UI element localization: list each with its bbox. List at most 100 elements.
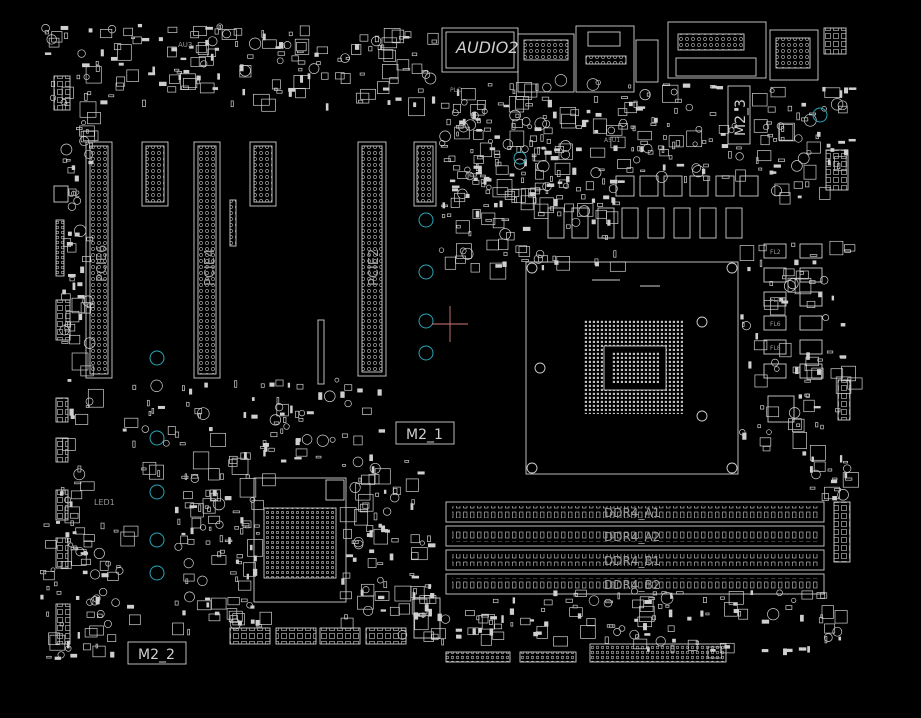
smd-component <box>787 105 793 112</box>
smd-component <box>174 431 180 438</box>
smd-component <box>502 139 514 150</box>
smd-component <box>480 634 492 646</box>
smd-component <box>259 611 272 625</box>
smd-component <box>684 175 687 184</box>
smd-component <box>803 399 815 413</box>
smd-component <box>824 486 840 500</box>
smd-component <box>533 254 544 264</box>
smd-component <box>167 26 178 33</box>
smd-component <box>838 140 846 144</box>
mount-hole <box>418 264 434 280</box>
smd-component <box>72 282 76 291</box>
smd-component <box>540 134 544 142</box>
smd-component <box>493 150 501 155</box>
smd-component <box>208 515 221 524</box>
smd-component <box>554 148 561 152</box>
smd-component <box>606 624 614 628</box>
smd-component <box>249 37 262 50</box>
smd-component <box>514 196 517 203</box>
smd-component <box>132 440 136 448</box>
smd-component <box>97 613 103 618</box>
smd-component <box>68 542 74 548</box>
smd-component <box>250 619 255 624</box>
smd-component <box>486 184 492 190</box>
smd-component <box>273 421 280 425</box>
smd-component <box>763 124 770 131</box>
smd-component <box>95 65 100 72</box>
smd-component <box>602 178 606 185</box>
smd-component <box>566 176 570 183</box>
smd-component <box>640 146 644 153</box>
smd-component <box>676 163 685 167</box>
smd-component <box>811 456 814 462</box>
smd-component <box>521 188 536 205</box>
smd-component <box>843 460 848 464</box>
smd-component <box>834 610 848 624</box>
smd-component <box>481 212 496 226</box>
smd-component <box>755 157 759 164</box>
smd-component <box>792 432 807 449</box>
smd-component <box>86 611 95 618</box>
smd-component <box>358 493 374 512</box>
smd-component <box>544 150 552 155</box>
smd-component <box>276 90 283 94</box>
smd-component <box>357 388 363 393</box>
smd-component <box>55 521 61 524</box>
smd-component <box>473 130 484 140</box>
smd-component <box>353 435 363 446</box>
smd-component <box>484 127 492 132</box>
smd-component <box>54 581 58 587</box>
smd-component <box>809 466 813 473</box>
smd-component <box>268 447 275 452</box>
smd-component <box>576 125 582 129</box>
smd-component <box>611 197 615 203</box>
smd-component <box>66 159 71 162</box>
smd-component <box>465 193 470 198</box>
smd-component <box>534 127 542 132</box>
smd-component <box>762 446 771 452</box>
smd-component <box>190 474 199 483</box>
smd-component <box>815 422 819 428</box>
smd-component <box>613 145 618 152</box>
smd-component <box>448 155 456 162</box>
smd-component <box>394 585 412 602</box>
smd-component <box>766 406 780 418</box>
smd-component <box>832 477 838 481</box>
smd-component <box>586 109 591 114</box>
smd-component <box>75 547 85 557</box>
smd-component <box>454 126 470 140</box>
smd-component <box>478 615 489 624</box>
smd-component <box>821 605 834 619</box>
smd-component <box>243 412 247 418</box>
smd-component <box>597 202 604 207</box>
smd-component <box>219 549 225 554</box>
smd-component <box>209 489 221 502</box>
smd-component <box>819 186 831 200</box>
smd-component <box>355 92 370 104</box>
smd-component <box>468 231 472 237</box>
smd-component <box>778 158 785 162</box>
smd-component <box>431 633 439 641</box>
smd-component <box>183 491 193 500</box>
smd-component <box>255 619 260 626</box>
smd-component <box>123 27 133 37</box>
smd-component <box>776 122 785 130</box>
smd-component <box>362 586 370 594</box>
dimm-b1 <box>445 549 825 571</box>
smd-component <box>617 592 620 600</box>
smd-component <box>467 627 479 636</box>
smd-component <box>824 623 836 634</box>
smd-component <box>212 87 219 90</box>
smd-component <box>247 539 264 557</box>
smd-component <box>767 133 774 138</box>
smd-component <box>255 532 260 535</box>
smd-component <box>806 300 816 308</box>
smd-component <box>788 418 802 431</box>
smd-component <box>77 49 86 58</box>
smd-component <box>95 61 99 66</box>
smd-component <box>260 383 265 388</box>
smd-component <box>337 57 342 62</box>
smd-component <box>342 572 351 579</box>
smd-component <box>703 597 707 603</box>
smd-component <box>479 174 486 178</box>
